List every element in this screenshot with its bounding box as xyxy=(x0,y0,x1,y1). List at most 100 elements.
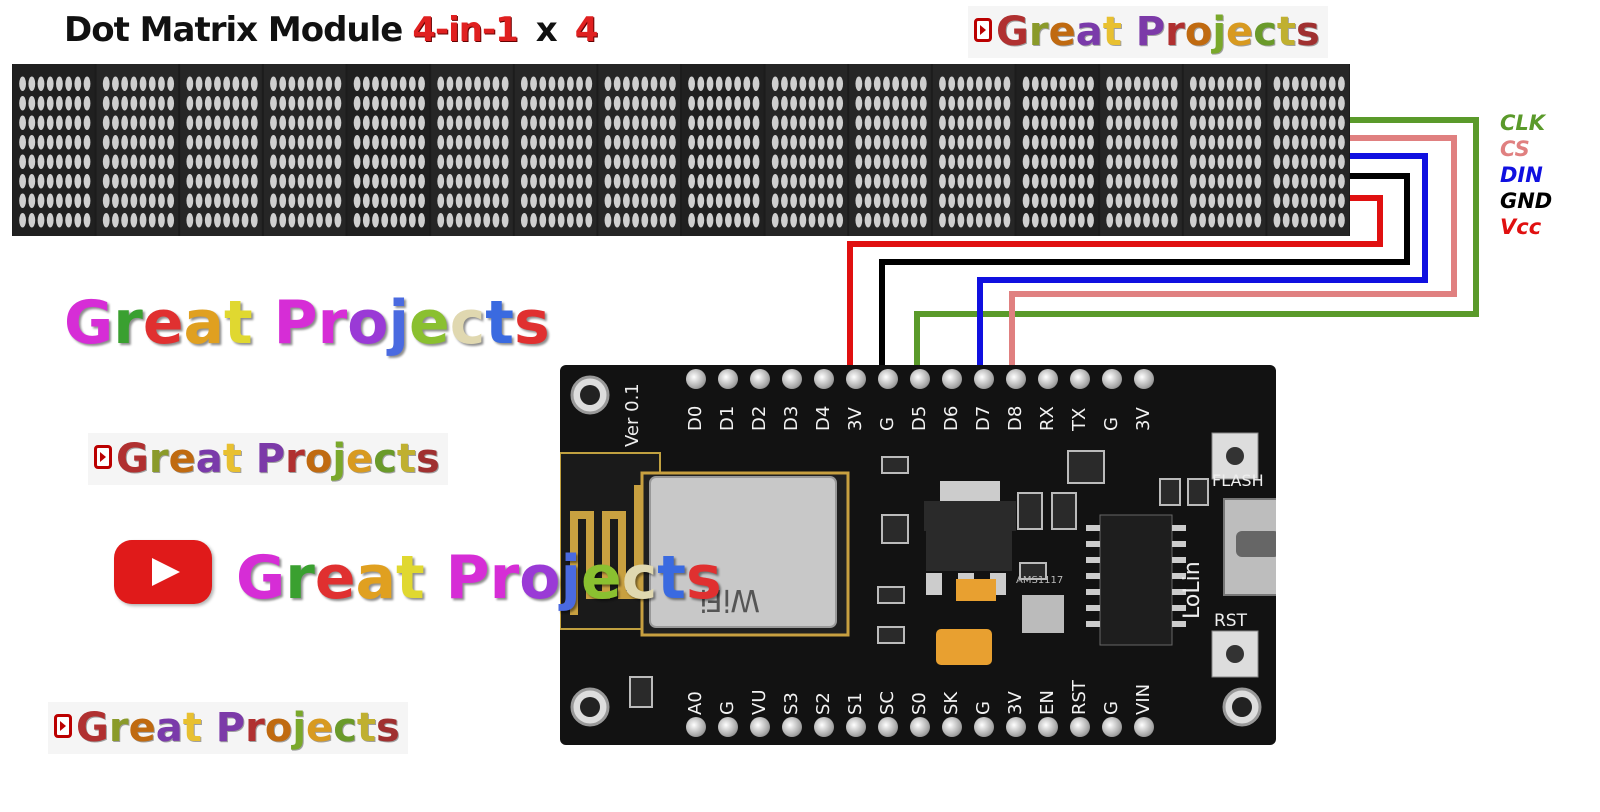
bottom-pin-label: S2 xyxy=(813,692,834,715)
brand-letter: t xyxy=(396,543,425,613)
wire-gnd xyxy=(879,173,1410,370)
top-pin-label: G xyxy=(1101,417,1122,431)
brand-letter: e xyxy=(168,436,196,482)
brand-letter: c xyxy=(373,436,397,482)
brand-letter: c xyxy=(449,288,486,358)
wire-label-vcc: Vcc xyxy=(1500,215,1542,239)
brand-bottom: Great Projects xyxy=(48,702,408,754)
brand-letter: t xyxy=(356,705,377,751)
brand-letter: s xyxy=(1296,9,1320,55)
brand-letter: P xyxy=(215,705,246,751)
matrix-panel xyxy=(765,64,848,236)
bottom-pin-label: S1 xyxy=(845,692,866,715)
matrix-panel xyxy=(431,64,513,236)
header-pin xyxy=(1006,717,1026,737)
brand-letter: P xyxy=(1135,9,1166,55)
brand-space xyxy=(242,433,256,485)
brand-letter: j xyxy=(1212,9,1227,55)
header-pin xyxy=(846,717,866,737)
matrix-panel xyxy=(1100,64,1182,236)
header-pin xyxy=(1038,369,1058,389)
brand-letter: o xyxy=(264,705,293,751)
brand-letter: c xyxy=(1253,9,1277,55)
brand-letter: G xyxy=(76,705,109,751)
brand-letter: a xyxy=(1075,9,1103,55)
brand-letter: a xyxy=(155,705,183,751)
top-pin-label: D0 xyxy=(685,405,706,431)
header-pin xyxy=(718,369,738,389)
header-pin xyxy=(814,717,834,737)
top-pin-label: TX xyxy=(1069,407,1090,431)
brand-letter: t xyxy=(657,543,686,613)
brand-letter: t xyxy=(485,288,514,358)
nodemcu-board: WiFi xyxy=(560,365,1276,745)
brand-letter: e xyxy=(409,288,450,358)
header-pin xyxy=(910,369,930,389)
bottom-pin-label: SK xyxy=(941,691,962,715)
brand-large: Great Projects xyxy=(64,283,550,363)
header-pin xyxy=(1102,717,1122,737)
header-pin xyxy=(686,717,706,737)
brand-letter: r xyxy=(285,543,315,613)
lolin-label: LoLin xyxy=(1180,561,1205,619)
dot-matrix-strip xyxy=(12,64,1350,236)
youtube-logo-icon xyxy=(114,540,212,604)
brand-letter: r xyxy=(148,436,169,482)
wire-vcc xyxy=(847,195,1383,370)
header-pin xyxy=(718,717,738,737)
brand-letter: P xyxy=(255,436,286,482)
brand-letter: j xyxy=(292,705,307,751)
header-pin xyxy=(1102,369,1122,389)
matrix-panel xyxy=(1016,64,1099,236)
top-pin-label: RX xyxy=(1037,406,1058,431)
brand-letter: s xyxy=(685,543,722,613)
title-count: 4 xyxy=(574,10,599,50)
brand-letter: r xyxy=(245,705,265,751)
wire-din xyxy=(977,153,1428,370)
top-pin-label: 3V xyxy=(1133,407,1154,431)
bottom-pin-label: EN xyxy=(1037,690,1058,715)
brand-top-right: Great Projects xyxy=(968,6,1328,58)
top-pin-label: D6 xyxy=(941,405,962,431)
header-pin xyxy=(1070,369,1090,389)
brand-letter: t xyxy=(396,436,417,482)
header-pin xyxy=(878,717,898,737)
brand-space xyxy=(425,540,446,616)
bottom-pin-label: S0 xyxy=(909,692,930,715)
brand-letter: a xyxy=(195,436,223,482)
matrix-panel xyxy=(1183,64,1266,236)
header-pin xyxy=(846,369,866,389)
title-main: Dot Matrix Module xyxy=(64,10,403,50)
header-pin xyxy=(942,717,962,737)
brand-letter: r xyxy=(108,705,129,751)
brand-letter: a xyxy=(183,288,225,358)
brand-letter: j xyxy=(332,436,347,482)
brand-letter: e xyxy=(306,705,334,751)
header-pin xyxy=(782,717,802,737)
brand-letter: e xyxy=(1048,9,1076,55)
header-pin xyxy=(1134,717,1154,737)
brand-letter: t xyxy=(1102,9,1122,55)
title-module: 4-in-1 xyxy=(412,10,518,50)
brand-letter: e xyxy=(346,436,374,482)
matrix-panel xyxy=(180,64,262,236)
brand-letter: j xyxy=(560,543,582,613)
header-pin xyxy=(750,369,770,389)
title-times: x xyxy=(535,10,558,50)
brand-letter: G xyxy=(64,288,114,358)
brand-space xyxy=(202,702,216,754)
matrix-panel xyxy=(932,64,1015,236)
bottom-pin-label: A0 xyxy=(685,691,706,715)
brand-youtube: Great Projects xyxy=(236,540,722,616)
board-graphics: WiFi xyxy=(560,375,1276,727)
brand-space xyxy=(253,283,274,363)
top-pin-label: D3 xyxy=(781,405,802,431)
brand-letter: r xyxy=(113,288,143,358)
brand-letter: c xyxy=(333,705,357,751)
matrix-panel xyxy=(13,64,95,236)
brand-letter: r xyxy=(1165,9,1185,55)
brand-middle: Great Projects xyxy=(88,433,448,485)
bottom-pin-label: G xyxy=(1101,701,1122,715)
header-pin xyxy=(814,369,834,389)
